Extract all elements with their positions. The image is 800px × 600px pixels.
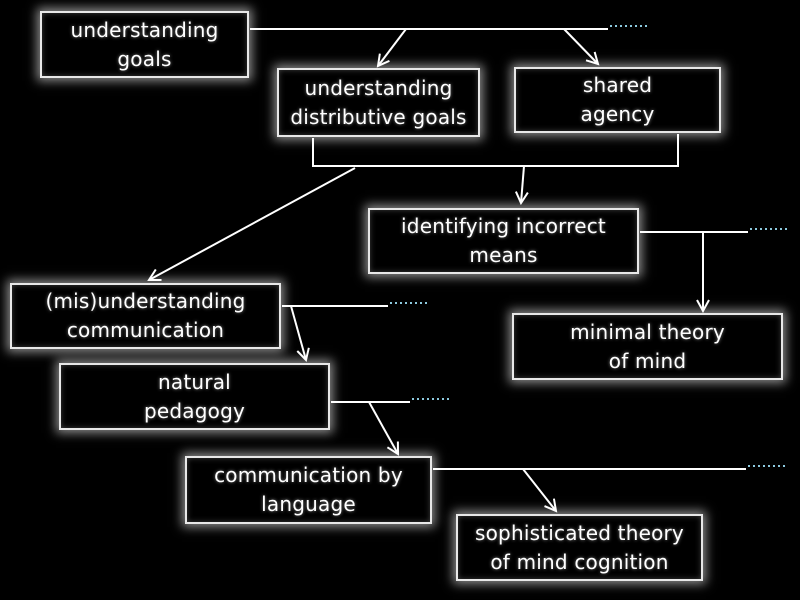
node-shared-agency-label: shared agency bbox=[580, 73, 655, 126]
arrow-to-distributive bbox=[378, 28, 407, 66]
node-sophisticated-tom-label: sophisticated theory of mind cognition bbox=[475, 520, 684, 574]
node-understanding-goals-label: understanding goals bbox=[70, 17, 219, 71]
node-distributive-goals: understanding distributive goals bbox=[277, 68, 480, 137]
node-mis-communication-label: (mis)understanding communication bbox=[45, 289, 246, 342]
node-distributive-goals-label: understanding distributive goals bbox=[290, 75, 467, 129]
node-language-label: communication by language bbox=[214, 463, 403, 516]
node-incorrect-means: identifying incorrect means bbox=[368, 208, 639, 274]
node-language: communication by language bbox=[185, 456, 432, 524]
arrow-to-language bbox=[368, 401, 398, 454]
join-bracket bbox=[312, 134, 679, 167]
node-minimal-tom: minimal theory of mind bbox=[512, 313, 783, 380]
node-understanding-goals: understanding goals bbox=[40, 11, 249, 78]
node-incorrect-means-label: identifying incorrect means bbox=[401, 214, 606, 267]
arrow-to-natural-pedagogy bbox=[290, 305, 306, 360]
node-natural-pedagogy-label: natural pedagogy bbox=[143, 369, 245, 423]
node-natural-pedagogy: natural pedagogy bbox=[59, 363, 330, 430]
node-sophisticated-tom: sophisticated theory of mind cognition bbox=[456, 514, 703, 581]
arrow-to-incorrect-means bbox=[521, 165, 524, 203]
node-mis-communication: (mis)understanding communication bbox=[10, 283, 281, 349]
node-minimal-tom-label: minimal theory of mind bbox=[570, 319, 725, 373]
arrow-to-sophisticated-tom bbox=[522, 468, 556, 511]
arrow-to-shared bbox=[563, 28, 598, 64]
node-shared-agency: shared agency bbox=[514, 67, 721, 133]
arrow-to-mis-communication bbox=[149, 167, 356, 280]
